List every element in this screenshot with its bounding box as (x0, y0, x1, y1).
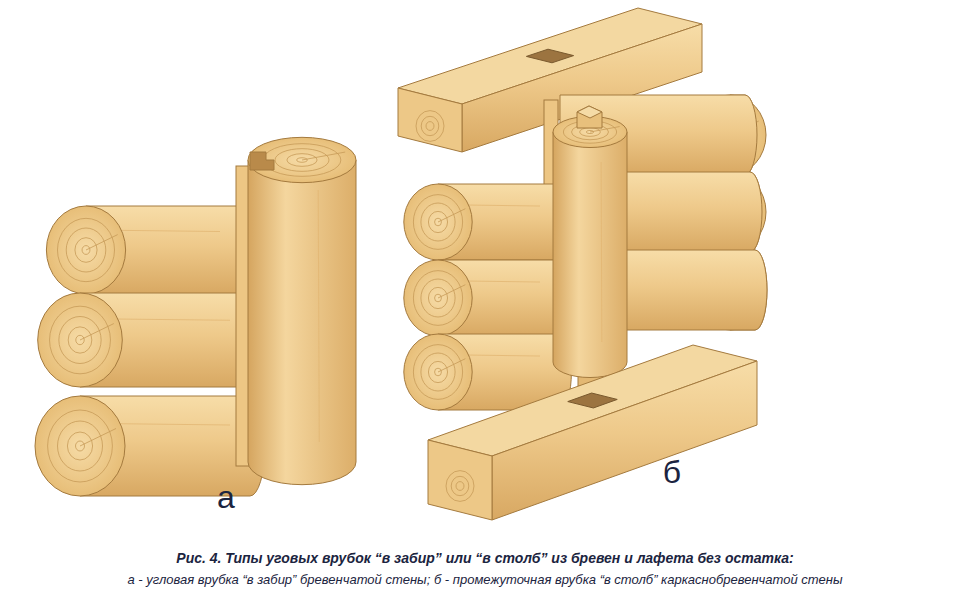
label-slot: а (196, 478, 256, 516)
log-end-face (38, 293, 123, 387)
wood-crack (438, 285, 465, 298)
horizontal-log (404, 184, 572, 260)
post-tenon (577, 106, 602, 128)
horizontal-log (404, 260, 572, 336)
post-end-face (248, 137, 356, 182)
tenon-top-face (577, 106, 602, 118)
beam-end-face (398, 88, 462, 152)
intermediate-joint-b (398, 8, 767, 520)
log-end-face (46, 206, 125, 294)
label-slot: б (642, 453, 702, 491)
beam-front-face (492, 361, 757, 520)
beam-end-face (428, 440, 492, 520)
wood-crack (438, 359, 465, 372)
wood-ring (421, 116, 439, 135)
caption-slot: Рис. 4. Типы уговых врубок “в забир” или… (3, 550, 967, 567)
wood-ring (451, 476, 469, 495)
wood-ring (446, 471, 474, 502)
wood-ring (426, 122, 434, 131)
vertical-post (553, 116, 627, 377)
log-end-face (35, 396, 125, 496)
log-end-face (404, 184, 472, 260)
log-end-face (404, 334, 472, 410)
mortise-hole (526, 49, 573, 63)
panel-letter: а (196, 478, 256, 516)
lafet-beam (428, 345, 757, 520)
figure-caption: Рис. 4. Типы уговых врубок “в забир” или… (3, 550, 967, 567)
wood-grain (100, 319, 230, 320)
post-groove (250, 152, 274, 170)
wood-crack (86, 235, 118, 250)
wood-ring (456, 482, 464, 491)
wood-grain (318, 190, 319, 442)
wood-ring (416, 111, 444, 142)
wood-grain (601, 162, 603, 342)
caption-legend-line: а - угловая врубка “в забир” бревенчатой… (3, 572, 967, 588)
wood-crack (80, 324, 114, 340)
label-slot: а - угловая врубка “в забир” бревенчатой… (3, 572, 967, 588)
vertical-post (248, 137, 356, 484)
corner-joint-a (35, 137, 356, 496)
horizontal-log (46, 206, 253, 294)
wood-grain (458, 205, 540, 206)
wood-grain (106, 230, 220, 231)
post-body (553, 132, 627, 378)
horizontal-log (38, 293, 264, 387)
wood-grain (458, 281, 540, 282)
post-body (248, 160, 356, 485)
mortise-hole (568, 393, 617, 408)
wood-grain (458, 355, 540, 356)
panel-letter: б (642, 453, 702, 491)
log-end-face (404, 260, 472, 336)
wood-crack (438, 209, 465, 222)
wood-crack (80, 429, 116, 447)
wood-crack (302, 152, 345, 160)
